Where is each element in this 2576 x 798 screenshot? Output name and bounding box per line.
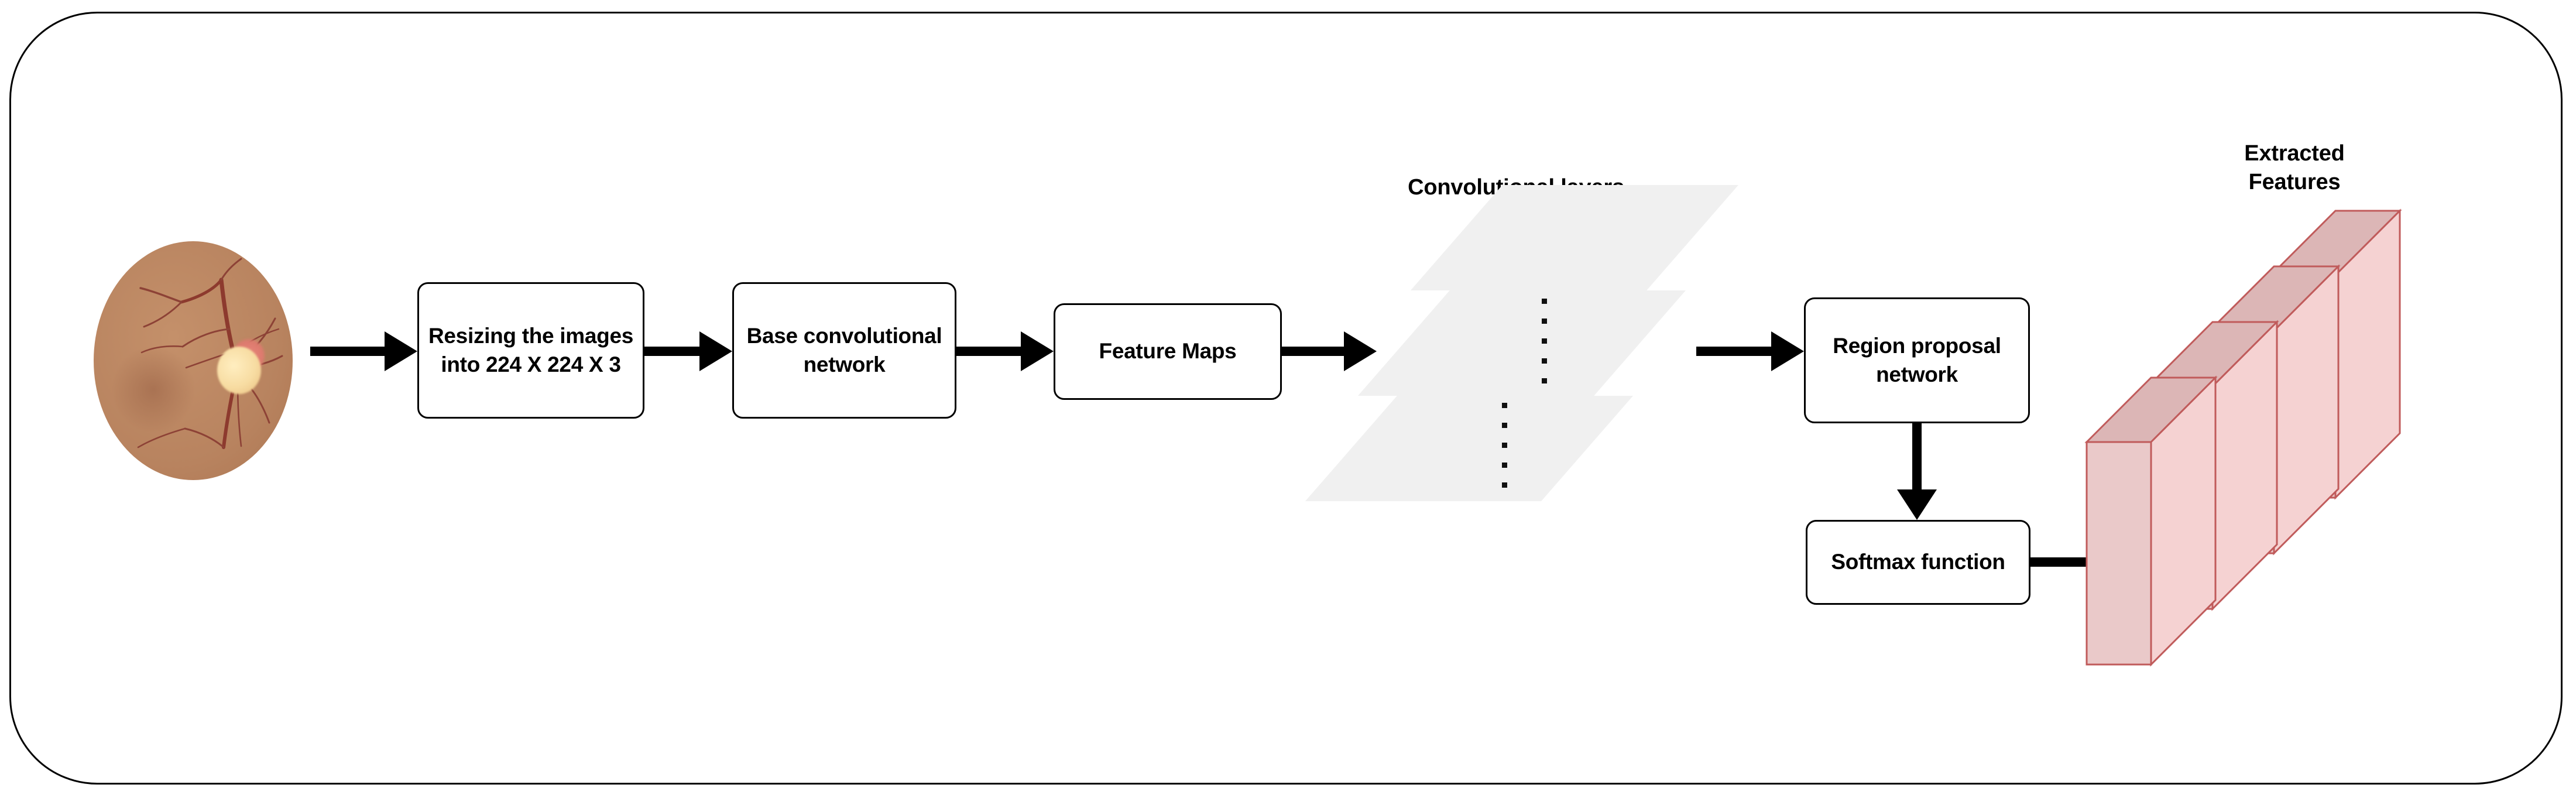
- extracted-features-group: [2084, 210, 2564, 673]
- node-base-convolutional-network[interactable]: Base convolutional network: [732, 282, 956, 419]
- label-extracted-features: Extracted Features: [2177, 139, 2412, 196]
- retinal-fundus-image: [94, 241, 293, 480]
- node-softmax-function[interactable]: Softmax function: [1806, 520, 2030, 605]
- conv-layer-ellipsis-top: [1542, 299, 1547, 398]
- conv-layer-ellipsis-bottom: [1502, 403, 1507, 502]
- retina-optic-disc: [217, 346, 261, 395]
- node-feature-maps[interactable]: Feature Maps: [1054, 303, 1282, 400]
- node-resizing[interactable]: Resizing the images into 224 X 224 X 3: [417, 282, 644, 419]
- label-extracted-features-line2: Features: [2248, 169, 2341, 194]
- conv-layer-sheet-1: [1411, 185, 1738, 290]
- feature-slab-1: [2086, 376, 2217, 666]
- conv-layer-sheet-3: [1305, 396, 1633, 501]
- label-extracted-features-line1: Extracted: [2244, 141, 2345, 166]
- node-region-proposal-network[interactable]: Region proposal network: [1804, 297, 2030, 423]
- convolutional-layers-group: [1305, 176, 1762, 539]
- conv-layer-sheet-2: [1358, 290, 1686, 396]
